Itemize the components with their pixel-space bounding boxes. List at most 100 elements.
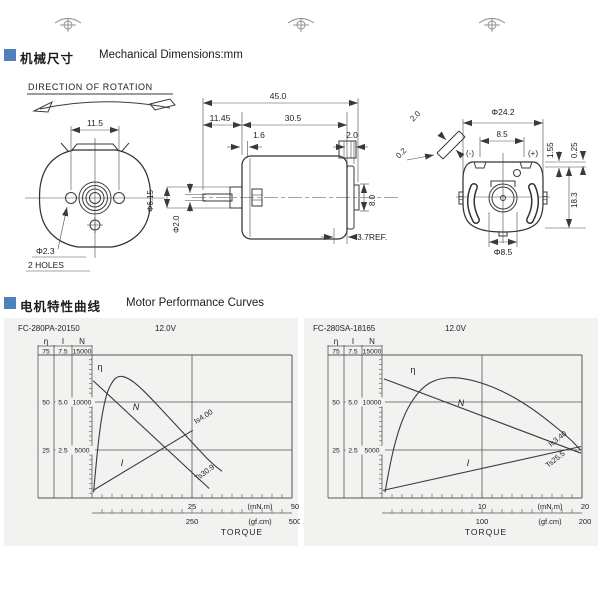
mechanical-drawing: DIRECTION OF ROTATION — [25, 18, 587, 272]
gauge-header: η — [44, 337, 48, 346]
gauge-tick: 50 — [42, 400, 50, 407]
dim-terminal-span: 8.5 — [496, 130, 508, 139]
x-tick: 500 — [289, 517, 300, 526]
gauge-tick: 50 — [332, 400, 340, 407]
dim-cap-length: 2.0 — [346, 130, 358, 140]
eta-label: η — [97, 362, 102, 372]
gauge-tick: 7.5 — [58, 349, 68, 356]
gauge-tick: 75 — [42, 349, 50, 356]
x-unit: (gf.cm) — [248, 517, 272, 526]
tick-chip — [345, 397, 361, 407]
dim-ref-length: 3.7REF. — [357, 232, 387, 242]
direction-of-rotation: DIRECTION OF ROTATION — [27, 82, 176, 113]
chart-panel — [4, 318, 298, 546]
tick-chip — [55, 445, 71, 455]
gauge-tick: 25 — [332, 448, 340, 455]
gauge-tick: 15000 — [73, 349, 92, 356]
x-tick: 20 — [581, 502, 589, 511]
curves-header-cn: 电机特性曲线 — [20, 300, 102, 314]
dim-step2: 0.25 — [570, 142, 579, 158]
speed-curve — [92, 380, 210, 489]
gauge-header: I — [62, 337, 64, 346]
x-axis-title: TORQUE — [465, 527, 507, 537]
eta-label: η — [410, 365, 415, 375]
gauge-tick: 2.5 — [58, 448, 68, 455]
speed-label: N — [458, 398, 465, 408]
shaft-dimensions: Φ6.15 Φ2.0 — [146, 183, 234, 233]
curves-section-header: 电机特性曲线 Motor Performance Curves — [4, 296, 596, 314]
mech-header-cn: 机械尺寸 — [20, 52, 75, 66]
dim-bush-dia: Φ6.15 — [146, 189, 155, 212]
gauge-tick: 5000 — [74, 448, 89, 455]
x-tick: 25 — [188, 502, 196, 511]
speed-curve — [383, 378, 582, 454]
dim-rear-hole: Φ8.5 — [494, 247, 513, 257]
gauge-tick: 2.5 — [348, 448, 358, 455]
dim-hole-pitch: 11.5 — [87, 118, 103, 128]
gauge-tick: 25 — [42, 448, 50, 455]
gauge-header: I — [352, 337, 354, 346]
front-view: 11.5 Φ2.3 2 HOLES — [25, 118, 165, 272]
gauge-tick: 5.0 — [58, 400, 68, 407]
dim-terminal-width: 2.0 — [408, 109, 423, 124]
efficiency-curve — [384, 377, 582, 493]
x-unit: (gf.cm) — [538, 517, 562, 526]
rear-view — [436, 130, 550, 243]
side-view — [192, 140, 398, 240]
gauge-tick: 15000 — [363, 349, 382, 356]
curves-header-en: Motor Performance Curves — [126, 297, 265, 309]
dim-hole-dia: Φ2.3 — [36, 246, 55, 256]
tick-chip — [69, 397, 95, 407]
tick-chip — [345, 445, 361, 455]
tick-chip — [359, 397, 385, 407]
rotation-label: DIRECTION OF ROTATION — [28, 82, 153, 92]
hole-note: 2 HOLES — [28, 260, 64, 270]
section-bullet-icon — [4, 297, 16, 309]
gauge-tick: 75 — [332, 349, 340, 356]
dim-body-length: 30.5 — [285, 113, 302, 123]
efficiency-curve — [93, 375, 223, 493]
x-unit: (mN.m) — [538, 502, 563, 511]
speed-label: N — [133, 402, 140, 412]
dim-terminal-gap: 0.2 — [394, 146, 409, 161]
dim-height: 18.3 — [570, 192, 579, 208]
rear-view-dimensions: Φ24.2 8.5 (-) (+) 2.0 0.2 1.55 0.25 — [394, 107, 587, 257]
gauge-tick: 5000 — [364, 448, 379, 455]
tick-chip — [328, 397, 344, 407]
gauge-tick: 5.0 — [348, 400, 358, 407]
dim-shaft-dia: Φ2.0 — [172, 215, 181, 233]
tick-chip — [69, 445, 95, 455]
dim-rear-dia: 8.0 — [368, 194, 377, 206]
x-tick: 50 — [291, 502, 299, 511]
x-tick: 250 — [186, 517, 199, 526]
tick-chip — [328, 445, 344, 455]
chart-model: FC-280PA-20150 — [18, 324, 80, 333]
tick-chip — [55, 397, 71, 407]
x-tick: 200 — [579, 517, 592, 526]
gauge-tick: 7.5 — [348, 349, 358, 356]
x-axis-title: TORQUE — [221, 527, 263, 537]
section-bullet-icon — [4, 49, 16, 61]
dim-boss-length: 1.6 — [253, 130, 265, 140]
rotation-arrowhead-icon — [32, 100, 53, 113]
dim-total-length: 45.0 — [270, 91, 287, 101]
chart-model: FC-280SA-18165 — [313, 324, 376, 333]
chart-voltage: 12.0V — [445, 324, 467, 333]
gauge-header: N — [369, 337, 375, 346]
chart-voltage: 12.0V — [155, 324, 177, 333]
current-label: I — [467, 458, 470, 468]
tick-chip — [38, 397, 54, 407]
current-curve — [382, 445, 582, 491]
gauge-tick: 10000 — [363, 400, 382, 407]
chart-panel — [304, 318, 598, 546]
cropped-drawing-remnant — [54, 18, 506, 32]
x-tick: 100 — [476, 517, 489, 526]
current-curve — [92, 429, 194, 491]
dim-step1: 1.55 — [546, 142, 555, 158]
terminal-negative: (-) — [466, 149, 474, 158]
x-tick: 10 — [478, 502, 486, 511]
gauge-header: N — [79, 337, 85, 346]
